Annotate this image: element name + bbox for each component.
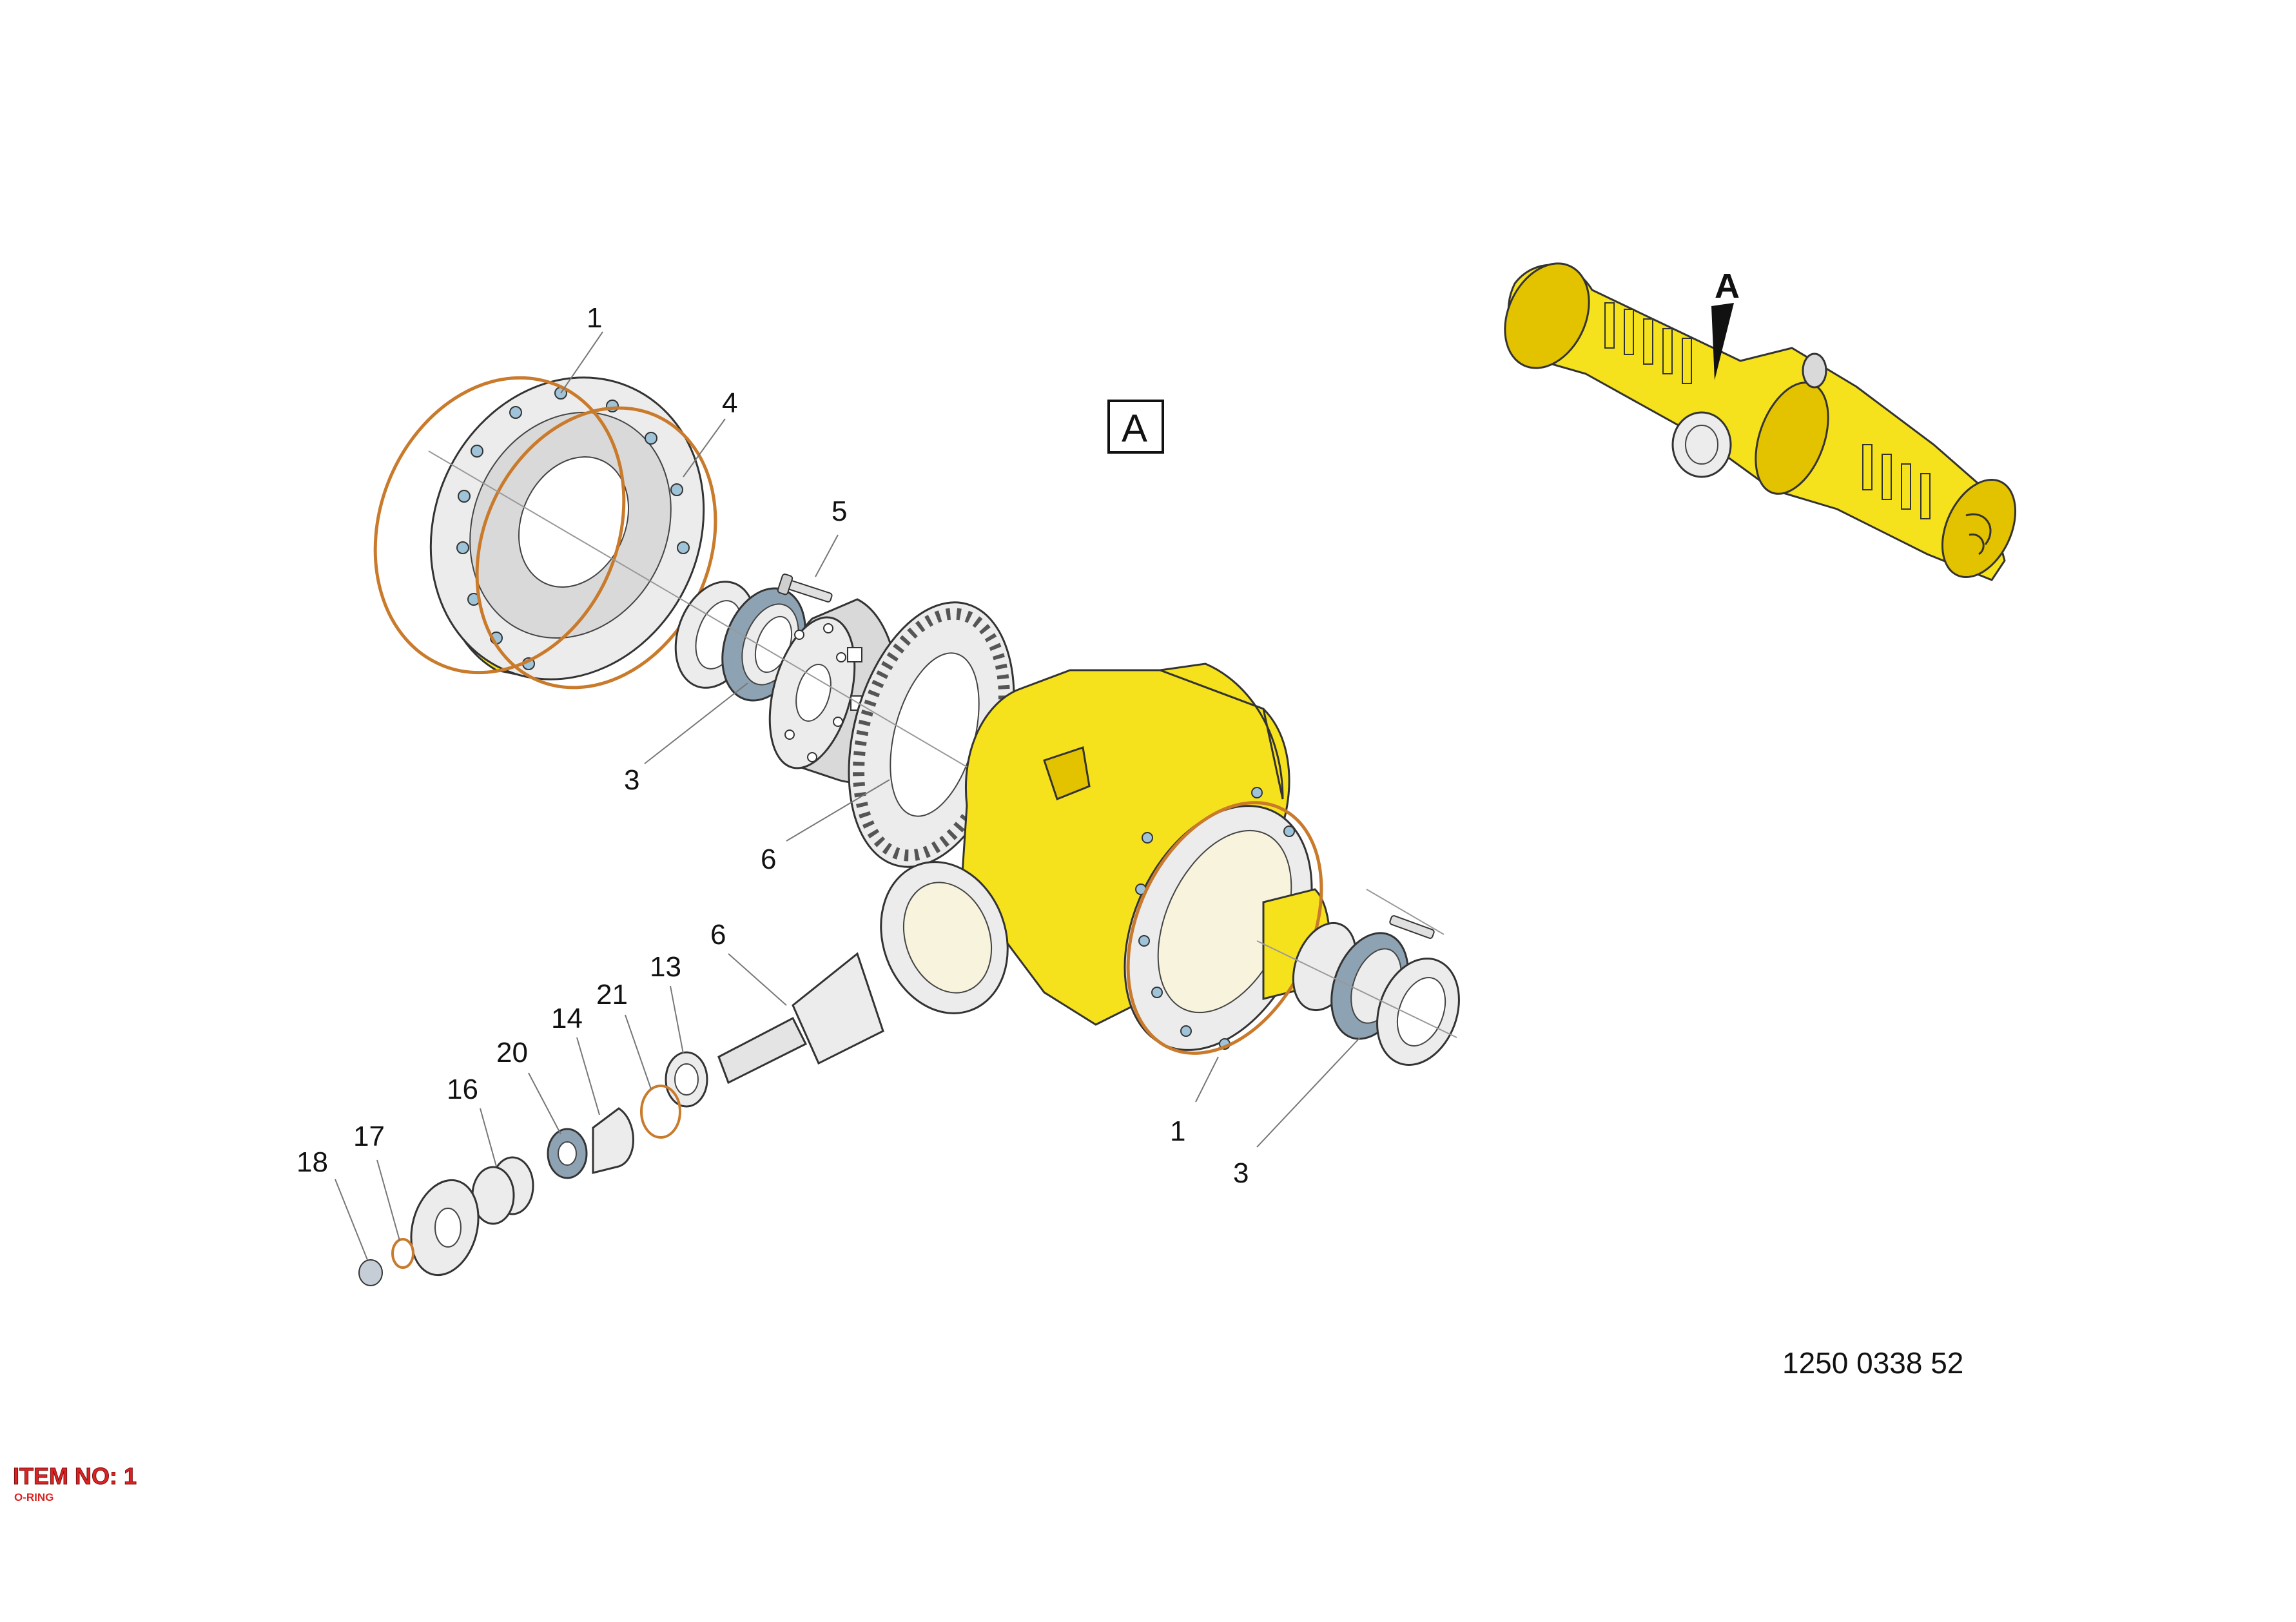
selected-item-description: O-RING [14, 1491, 54, 1503]
seal-16[interactable] [471, 1156, 534, 1225]
callout-6-pinion: 6 [710, 919, 726, 951]
locator-arrow: A [1711, 267, 1740, 380]
axle-locator-thumbnail [1504, 262, 2017, 581]
o-ring-17[interactable] [391, 1238, 414, 1269]
callout-5: 5 [832, 496, 847, 527]
bolt-right[interactable] [1389, 915, 1435, 939]
callout-16: 16 [447, 1074, 478, 1105]
o-ring-1-left[interactable] [332, 340, 666, 710]
locator-arrow-label: A [1715, 267, 1740, 305]
callout-20: 20 [496, 1037, 528, 1068]
companion-flange[interactable] [401, 1173, 488, 1283]
nut-18[interactable] [358, 1259, 383, 1286]
callout-labels: 1 4 5 3 6 6 13 21 14 20 16 17 18 1 3 [297, 302, 1361, 1260]
assembly-centerlines [428, 450, 1457, 1038]
callout-1-bottom: 1 [1170, 1115, 1185, 1147]
view-label-box: A [1107, 400, 1164, 454]
spacer-13[interactable] [665, 1051, 708, 1108]
view-label-text: A [1122, 407, 1147, 450]
adjusting-nut-right[interactable] [1363, 947, 1474, 1077]
bearing-20[interactable] [547, 1128, 588, 1179]
pinion-shaft-6[interactable] [717, 952, 884, 1085]
callout-18: 18 [297, 1146, 328, 1178]
selected-item-title: ITEM NO: 1 [12, 1463, 137, 1490]
callout-1-top: 1 [587, 302, 602, 334]
callout-21: 21 [596, 979, 628, 1010]
callout-17: 17 [353, 1121, 385, 1152]
shim-21[interactable] [640, 1085, 681, 1139]
callout-4: 4 [722, 387, 737, 419]
callout-13: 13 [650, 951, 681, 983]
drawing-reference-number: 1250 0338 52 [1782, 1346, 1964, 1380]
callout-14: 14 [551, 1003, 583, 1034]
sleeve-14[interactable] [592, 1107, 634, 1174]
axle-housing[interactable] [861, 662, 1349, 1080]
bolt-5[interactable] [777, 574, 833, 603]
callout-6-crown: 6 [761, 844, 776, 875]
callout-3-right: 3 [1233, 1157, 1249, 1189]
callout-3-left: 3 [624, 764, 639, 796]
